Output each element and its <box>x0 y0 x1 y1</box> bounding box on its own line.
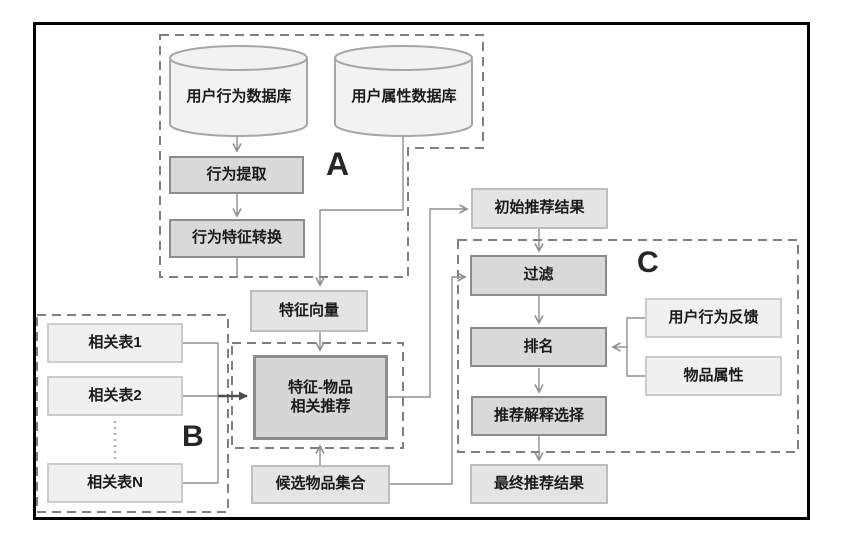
node-feature-vector: 特征向量 <box>250 290 368 332</box>
node-related-table-n: 相关表N <box>47 463 183 503</box>
node-behavior-extraction: 行为提取 <box>169 156 304 194</box>
node-feature-item-rec: 特征-物品 相关推荐 <box>253 355 388 440</box>
node-ranking: 排名 <box>470 327 607 367</box>
node-related-table-1: 相关表1 <box>47 323 183 363</box>
node-feature-item-rec-line2: 相关推荐 <box>290 397 351 415</box>
group-c-outline <box>457 239 799 453</box>
node-candidate-item-set: 候选物品集合 <box>251 465 390 504</box>
node-rec-explanation-selection: 推荐解释选择 <box>471 396 607 436</box>
node-item-attribute: 物品属性 <box>645 356 782 396</box>
user-behavior-db-cylinder <box>169 45 308 137</box>
connectors <box>183 137 645 485</box>
node-behavior-feature-transform: 行为特征转换 <box>169 219 305 258</box>
node-user-behavior-db: 用户行为数据库 <box>186 87 292 105</box>
node-related-table-2: 相关表2 <box>47 376 183 416</box>
node-user-attribute-db: 用户属性数据库 <box>351 87 457 105</box>
node-feature-item-rec-line1: 特征-物品 <box>288 378 353 396</box>
user-attribute-db-cylinder <box>334 45 473 137</box>
group-a-label: A <box>326 146 350 182</box>
node-final-rec-result: 最终推荐结果 <box>470 464 608 504</box>
node-initial-rec-result: 初始推荐结果 <box>471 188 608 229</box>
group-a-outline <box>159 34 484 278</box>
group-b-label: B <box>182 420 204 453</box>
group-b-outline <box>36 314 229 513</box>
node-user-behavior-feedback: 用户行为反馈 <box>645 298 782 338</box>
node-filter: 过滤 <box>470 255 607 296</box>
group-c-label: C <box>637 246 659 279</box>
